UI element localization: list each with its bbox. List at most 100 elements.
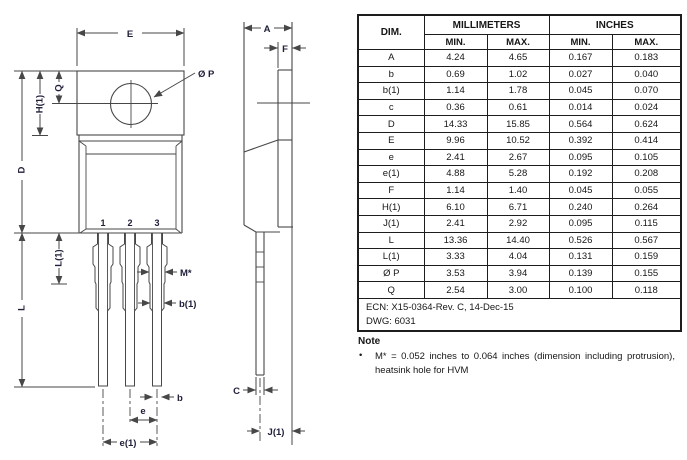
- value-cell: 4.65: [486, 49, 550, 67]
- note-bullet-item: • M* = 0.052 inches to 0.064 inches (dim…: [357, 350, 684, 379]
- value-cell: 4.04: [486, 248, 550, 266]
- table-footer-row: ECN: X15-0364-Rev. C, 14-Dec-15 DWG: 603…: [357, 297, 682, 332]
- value-cell: 0.139: [548, 264, 613, 283]
- dim-cell: F: [357, 181, 425, 200]
- value-cell: 0.264: [611, 198, 682, 216]
- value-cell: 2.67: [486, 148, 550, 167]
- note-section: Note • M* = 0.052 inches to 0.064 inches…: [357, 336, 684, 379]
- value-cell: 0.69: [423, 65, 488, 84]
- dim-L: L: [17, 232, 28, 388]
- dim-e1: e(1): [102, 438, 158, 449]
- value-cell: 0.045: [548, 181, 613, 200]
- pin-number-2: 2: [127, 218, 132, 228]
- dim-cell: L: [357, 231, 425, 250]
- pin-numbers: 1 2 3: [100, 218, 159, 228]
- side-view-outline: [243, 22, 310, 445]
- dim-cell: A: [357, 49, 425, 67]
- dim-label-H1: H(1): [35, 95, 46, 113]
- dim-Q: Q: [54, 70, 65, 104]
- front-view: 1 2 3 E Ø P: [14, 28, 215, 449]
- value-cell: 0.095: [548, 148, 613, 167]
- dim-label-b: b: [177, 393, 183, 404]
- dim-label-L: L: [17, 305, 28, 311]
- dim-E: E: [76, 28, 185, 66]
- header-mm-min: MIN.: [423, 34, 488, 50]
- value-cell: 0.392: [548, 131, 613, 150]
- value-cell: 0.192: [548, 165, 613, 183]
- dim-cell: e(1): [357, 165, 425, 183]
- value-cell: 10.52: [486, 131, 550, 150]
- value-cell: 2.92: [486, 214, 550, 233]
- dim-cell: c: [357, 98, 425, 117]
- value-cell: 0.014: [548, 98, 613, 117]
- value-cell: 2.41: [423, 148, 488, 167]
- ecn-dwg-cell: ECN: X15-0364-Rev. C, 14-Dec-15 DWG: 603…: [357, 297, 682, 332]
- value-cell: 0.526: [548, 231, 613, 250]
- value-cell: 0.118: [611, 281, 682, 299]
- dim-label-e1: e(1): [120, 438, 137, 449]
- dim-label-J1: J(1): [268, 427, 285, 438]
- value-cell: 15.85: [486, 115, 550, 133]
- dim-label-L1: L(1): [54, 249, 65, 266]
- value-cell: 0.167: [548, 49, 613, 67]
- dim-A: A: [243, 24, 293, 35]
- value-cell: 5.28: [486, 165, 550, 183]
- table-header-row-units: DIM. MILLIMETERS INCHES: [357, 14, 682, 50]
- dim-cell: E: [357, 131, 425, 150]
- value-cell: 1.40: [486, 181, 550, 200]
- note-bullet-text: M* = 0.052 inches to 0.064 inches (dimen…: [375, 351, 675, 377]
- value-cell: 14.33: [423, 115, 488, 133]
- to220-drawing-svg: 1 2 3 E Ø P: [14, 22, 310, 449]
- dim-cell: b: [357, 65, 425, 84]
- table-row: L 13.36 14.40 0.526 0.567: [357, 231, 682, 250]
- bullet-marker: •: [359, 350, 363, 361]
- value-cell: 0.208: [611, 165, 682, 183]
- dim-L1: L(1): [54, 232, 65, 285]
- ecn-text: ECN: X15-0364-Rev. C, 14-Dec-15: [366, 301, 514, 313]
- value-cell: 0.095: [548, 214, 613, 233]
- dim-label-D: D: [17, 166, 28, 173]
- note-heading: Note: [358, 336, 381, 347]
- table-row: Q 2.54 3.00 0.100 0.118: [357, 281, 682, 299]
- value-cell: 3.53: [423, 264, 488, 283]
- value-cell: 2.54: [423, 281, 488, 299]
- value-cell: 0.045: [548, 82, 613, 100]
- front-view-body-outline: [52, 70, 185, 234]
- header-dim: DIM.: [357, 14, 425, 50]
- dim-cell: Q: [357, 281, 425, 299]
- dim-label-e: e: [140, 406, 145, 417]
- value-cell: 0.040: [611, 65, 682, 84]
- value-cell: 3.94: [486, 264, 550, 283]
- value-cell: 0.36: [423, 98, 488, 117]
- value-cell: 0.624: [611, 115, 682, 133]
- value-cell: 4.88: [423, 165, 488, 183]
- value-cell: 0.159: [611, 248, 682, 266]
- header-millimeters: MILLIMETERS: [423, 14, 550, 35]
- value-cell: 13.36: [423, 231, 488, 250]
- table-row: F 1.14 1.40 0.045 0.055: [357, 181, 682, 200]
- table-row: D 14.33 15.85 0.564 0.624: [357, 115, 682, 133]
- value-cell: 3.00: [486, 281, 550, 299]
- dim-J1: J(1): [247, 427, 305, 438]
- header-in-max: MAX.: [611, 34, 682, 50]
- table-row: b 0.69 1.02 0.027 0.040: [357, 65, 682, 84]
- package-outline-drawing: 1 2 3 E Ø P: [14, 22, 310, 449]
- value-cell: 0.564: [548, 115, 613, 133]
- value-cell: 6.71: [486, 198, 550, 216]
- header-mm-max: MAX.: [486, 34, 550, 50]
- dim-cell: e: [357, 148, 425, 167]
- pin-number-3: 3: [154, 218, 159, 228]
- value-cell: 0.105: [611, 148, 682, 167]
- table-row: e 2.41 2.67 0.095 0.105: [357, 148, 682, 167]
- table-row: e(1) 4.88 5.28 0.192 0.208: [357, 165, 682, 183]
- value-cell: 0.024: [611, 98, 682, 117]
- dim-cell: Ø P: [357, 264, 425, 283]
- dim-D: D: [17, 70, 28, 234]
- value-cell: 0.100: [548, 281, 613, 299]
- dim-b1: b(1): [138, 299, 196, 310]
- dim-cell: L(1): [357, 248, 425, 266]
- dim-H1: H(1): [35, 70, 46, 136]
- dim-cell: H(1): [357, 198, 425, 216]
- table-row: J(1) 2.41 2.92 0.095 0.115: [357, 214, 682, 233]
- value-cell: 14.40: [486, 231, 550, 250]
